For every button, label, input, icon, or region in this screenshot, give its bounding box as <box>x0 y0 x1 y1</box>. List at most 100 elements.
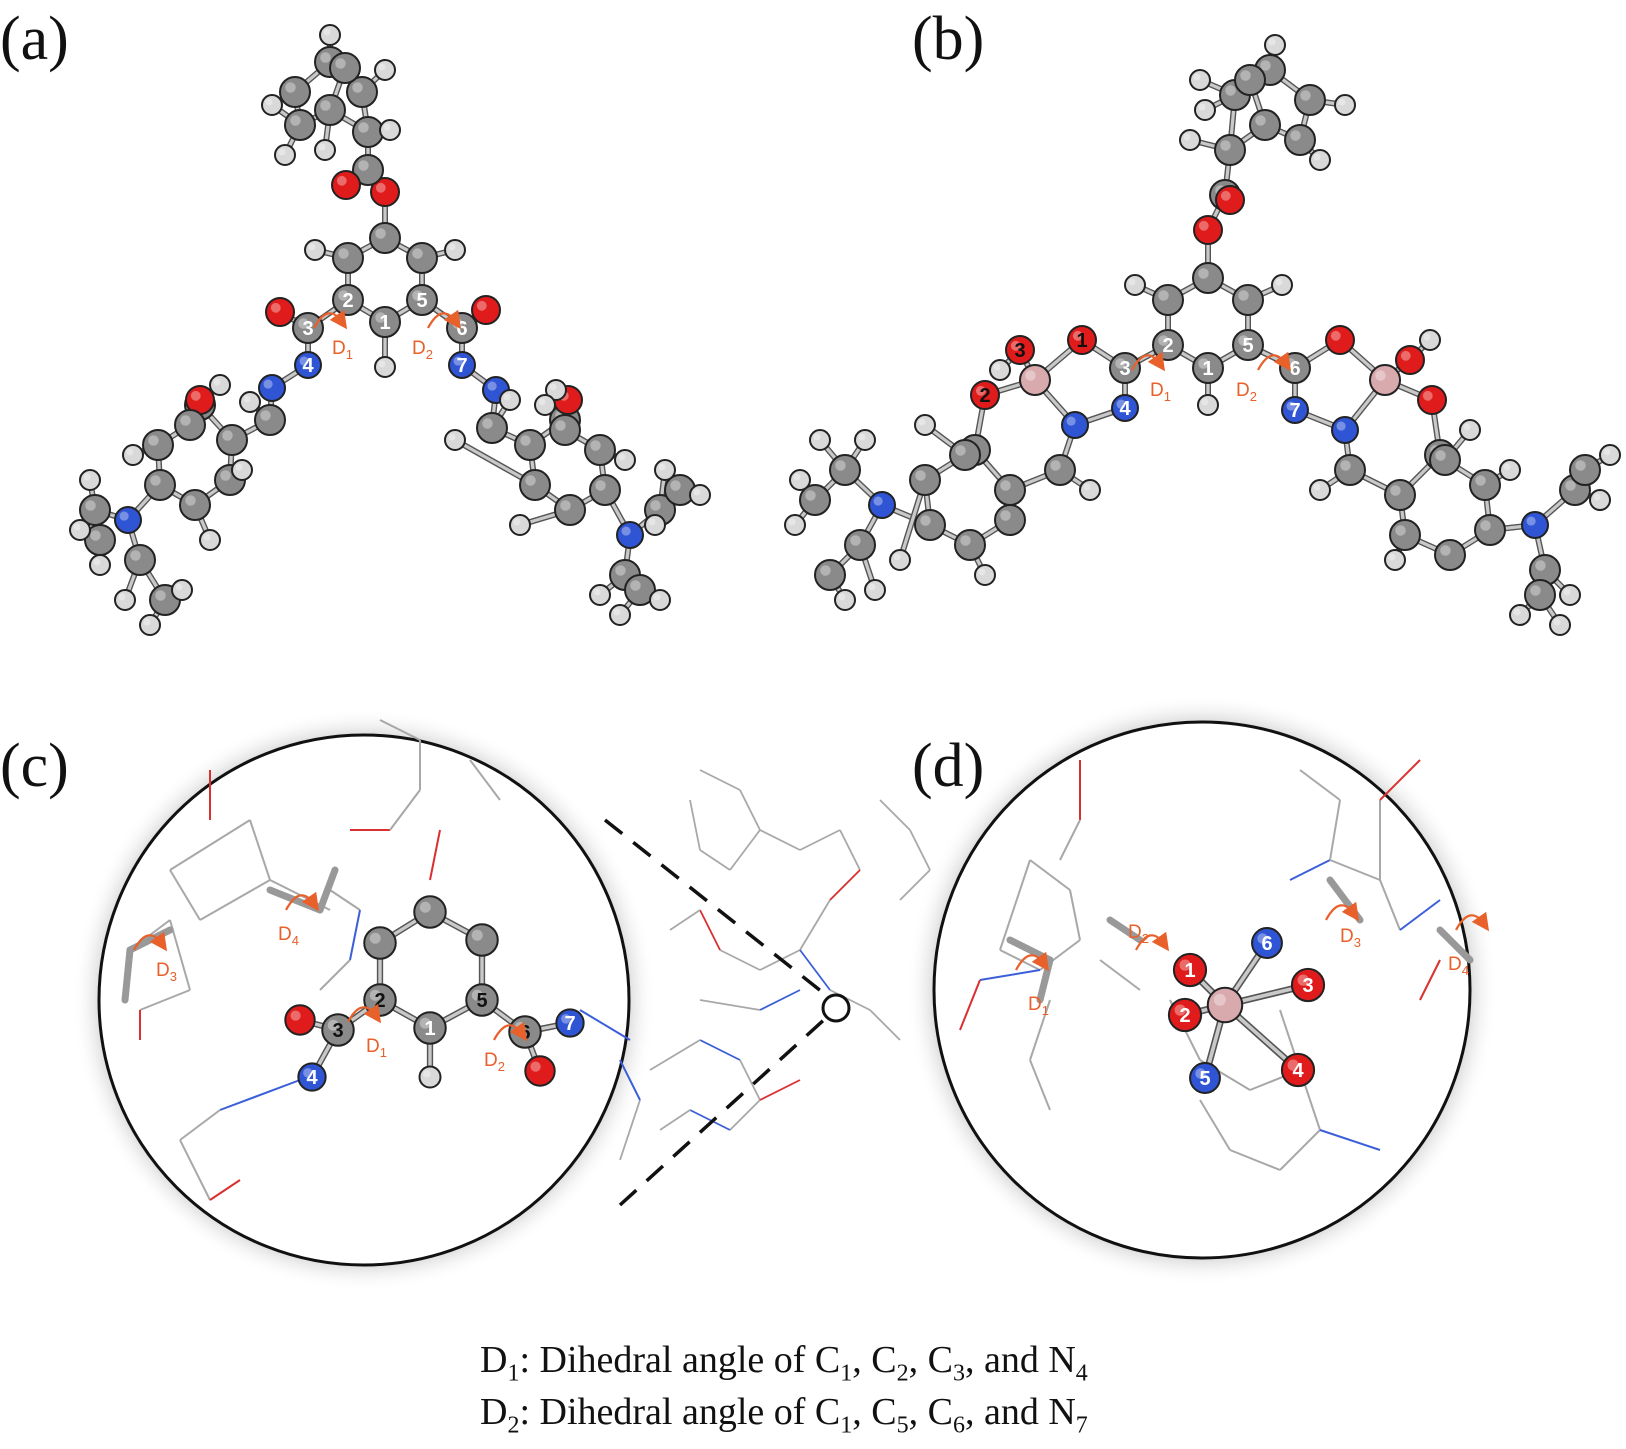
molecule-b-atom-c <box>814 559 846 591</box>
molecule-a-atom-highlight <box>595 480 606 491</box>
wire-segment <box>759 829 801 851</box>
molecule-b-atom-c <box>949 439 981 471</box>
molecule-a-atom-h <box>609 604 631 626</box>
molecule-a-atom-highlight <box>375 312 386 323</box>
molecule-b-atom-h <box>1509 604 1531 626</box>
circle-c-molecule-atom-highlight <box>369 932 381 944</box>
circle-c-dihedral-d3-sub: 3 <box>170 969 177 984</box>
molecule-b-atom-o <box>1193 215 1223 245</box>
molecule-a-atom-h <box>649 589 671 611</box>
molecule-a-atom-c <box>624 574 656 606</box>
molecule-b-atom-highlight <box>1423 333 1431 341</box>
molecule-a-atom-highlight <box>263 379 273 389</box>
molecule-b-atom-num-7: 7 <box>1289 400 1300 422</box>
molecule-a-atom-h <box>79 469 101 491</box>
molecule-a-atom-highlight <box>549 383 557 391</box>
molecule-b-atom-highlight <box>1480 520 1491 531</box>
circle-c-molecule-atom-c <box>465 923 499 957</box>
molecule-b-atom-highlight <box>1072 330 1083 341</box>
legend-d2-t3: , and N <box>964 1391 1076 1433</box>
circle-c-wire <box>249 819 271 881</box>
molecule-b-atom-highlight <box>858 433 866 441</box>
legend-d2: D2: Dihedral angle of C1, C5, C6, and N7 <box>480 1390 1088 1440</box>
molecule-b-atom-c <box>1232 284 1264 316</box>
molecule-b-atom-highlight <box>1240 70 1251 81</box>
legend-d2-s3: 6 <box>952 1412 965 1439</box>
molecule-a-atom-highlight <box>630 580 641 591</box>
molecule-b-atom-highlight <box>1395 525 1406 536</box>
molecule-b-atom-c <box>1469 469 1501 501</box>
circle-d-dihedral-d3-sub: 3 <box>1354 935 1361 950</box>
circle-c-wire <box>319 959 351 991</box>
molecule-a-atom-highlight <box>693 488 701 496</box>
molecule-b-atom-h <box>1124 274 1146 296</box>
molecule-a-atom-highlight <box>412 248 423 259</box>
circle-c-atom-num-1: 1 <box>424 1018 435 1040</box>
legend-d1-t1: , C <box>852 1339 897 1381</box>
molecule-b-atom-m <box>1369 364 1401 396</box>
molecule-b-atom-h <box>1271 274 1293 296</box>
molecule-b-atom-highlight <box>1503 463 1511 471</box>
circle-c-molecule-atom-highlight <box>561 1014 571 1024</box>
circle-d-atom-num-2: 2 <box>1179 1005 1190 1027</box>
circle-d-complex-atom-o <box>1290 967 1326 1003</box>
circle-d-dihedral-d4-sub: 4 <box>1462 963 1469 978</box>
molecule-b-atom-h <box>914 414 936 436</box>
molecule-a-atom-highlight <box>538 398 546 406</box>
circle-d-wire <box>1199 1099 1231 1151</box>
molecule-b-atom-h <box>1419 329 1441 351</box>
molecule-b-atom-h <box>1197 394 1219 416</box>
circle-d-atom-num-3: 3 <box>1302 975 1313 997</box>
circle-d-dihedral-d2-sub: 2 <box>1142 931 1149 946</box>
circle-d-dihedral-d3-arrow <box>1325 901 1360 922</box>
molecule-b-atom-h <box>1194 99 1216 121</box>
circle-c-atom-num-3: 3 <box>332 1020 343 1042</box>
molecule-b-atom-highlight <box>1010 340 1021 351</box>
molecule-b-atom-num-2: 2 <box>1162 335 1173 357</box>
circle-c-molecule-atom-o <box>284 1004 316 1036</box>
wire-segment <box>689 799 701 851</box>
molecule-a-atom-highlight <box>621 526 631 536</box>
molecule-b-atom-c <box>1334 454 1366 486</box>
wire-segment <box>699 999 761 1011</box>
molecule-b-atom-h <box>1309 479 1331 501</box>
molecule-b-atom-c <box>1569 454 1601 486</box>
molecule-b-dihedral-d1-label: D1 <box>1150 380 1171 404</box>
molecule-b-atom-highlight <box>1475 475 1486 486</box>
molecule-a-atom-highlight <box>476 300 487 311</box>
molecule-a-atom-c <box>369 222 401 254</box>
molecule-a-atom-highlight <box>83 473 91 481</box>
molecule-a-atom-highlight <box>513 518 521 526</box>
molecule-a-atom-highlight <box>555 420 566 431</box>
molecule-b-atom-highlight <box>1593 493 1601 501</box>
circle-c-molecule-atom-c <box>465 983 499 1017</box>
wire-segment <box>829 989 871 1011</box>
molecule-a-atom-h <box>69 519 91 541</box>
molecule-b-atom-highlight <box>1375 370 1386 381</box>
molecule-b-atom-highlight <box>820 565 831 576</box>
molecule-b-atom-c <box>1044 454 1076 486</box>
molecule-a-atom-highlight <box>320 100 331 111</box>
circle-c-wire <box>379 719 421 741</box>
molecule-a-atom-o <box>471 295 501 325</box>
molecule-a-atom-num-5: 5 <box>416 290 427 312</box>
circle-d-wire <box>1029 859 1071 891</box>
circle-c-wire <box>199 879 271 921</box>
molecule-b-atom-h <box>1599 444 1621 466</box>
circle-c-molecule-atom-highlight <box>471 989 483 1001</box>
molecule-a-dihedral-d2-arrow <box>427 309 462 330</box>
molecule-b-atom-highlight <box>835 460 846 471</box>
wire-segment <box>739 789 761 831</box>
molecule-a-atom-highlight <box>338 248 349 259</box>
circle-c-molecule-atom-highlight <box>471 929 483 941</box>
legend-d1-prefix: D <box>480 1339 508 1381</box>
molecule-a-atoms <box>69 24 711 636</box>
molecule-b-atom-c <box>1249 109 1281 141</box>
connector-dash-lower <box>618 1016 828 1207</box>
molecule-b-atom-h <box>784 514 806 536</box>
molecule-b-atom-c <box>1384 479 1416 511</box>
molecule-b-atom-highlight <box>1201 398 1209 406</box>
molecule-a-atom-h <box>274 144 296 166</box>
